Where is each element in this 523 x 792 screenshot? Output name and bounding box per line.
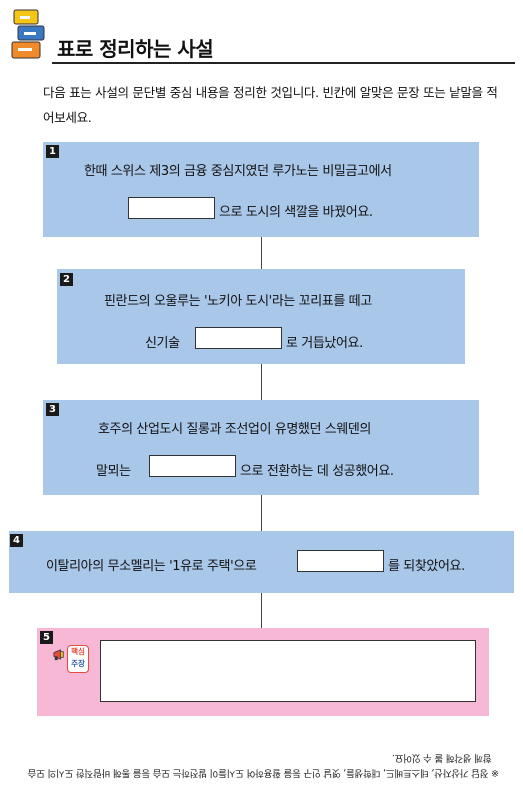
step-text: 으로 전환하는 데 성공했어요. (240, 464, 394, 479)
step-text: 신기술 (145, 336, 180, 351)
flow-connector (261, 237, 262, 269)
key-claim-label-line: 핵심 (71, 647, 85, 656)
step-box-1 (43, 142, 479, 237)
page-title: 표로 정리하는 사설 (57, 37, 214, 61)
step-text: 으로 도시의 색깔을 바꿨어요. (219, 205, 373, 220)
step-text: 말뫼는 (96, 464, 131, 479)
answer-note-line: 함께 생각해 볼 수 있어요. (391, 752, 492, 763)
instruction-text: 다음 표는 사설의 문단별 중심 내용을 정리한 것입니다. 빈칸에 알맞은 문… (43, 85, 498, 125)
step-text: 호주의 산업도시 질롱과 조선업이 유명했던 스웨덴의 (98, 422, 371, 437)
key-claim-badge: 핵심 주장 (52, 645, 90, 675)
key-claim-label-line: 주장 (71, 659, 85, 668)
step-text: 이탈리아의 무소멜리는 '1유로 주택'으로 (46, 559, 257, 574)
answer-blank-1[interactable] (128, 197, 215, 219)
step-text: 를 되찾았어요. (388, 559, 465, 574)
step-number: 1 (46, 145, 59, 158)
title-divider (52, 62, 515, 64)
step-number: 5 (40, 631, 53, 644)
megaphone-icon (53, 649, 64, 661)
answer-blank-4[interactable] (297, 550, 384, 572)
key-claim-label: 핵심 주장 (67, 645, 89, 673)
flow-connector (261, 495, 262, 531)
answer-blank-3[interactable] (149, 455, 236, 477)
answer-blank-2[interactable] (195, 327, 282, 349)
answer-note-line: ※ 정답 가상자산, 테스트베드, 대학생들, 옛날 인구 등을 활용하여 도시… (27, 767, 499, 778)
step-box-3 (43, 400, 479, 495)
step-number: 2 (60, 273, 73, 286)
step-box-2 (57, 269, 465, 364)
flow-connector (261, 593, 262, 628)
step-text: 한때 스위스 제3의 금융 중심지였던 루가노는 비밀금고에서 (84, 164, 392, 179)
step-number: 4 (10, 534, 23, 547)
book-stack-icon (11, 9, 45, 59)
step-number: 3 (46, 403, 59, 416)
step-text: 로 거듭났어요. (286, 336, 363, 351)
key-claim-answer-box[interactable] (100, 640, 476, 702)
step-box-4 (9, 531, 514, 593)
step-text: 핀란드의 오울루는 '노키아 도시'라는 꼬리표를 떼고 (104, 294, 372, 309)
flow-connector (261, 364, 262, 400)
